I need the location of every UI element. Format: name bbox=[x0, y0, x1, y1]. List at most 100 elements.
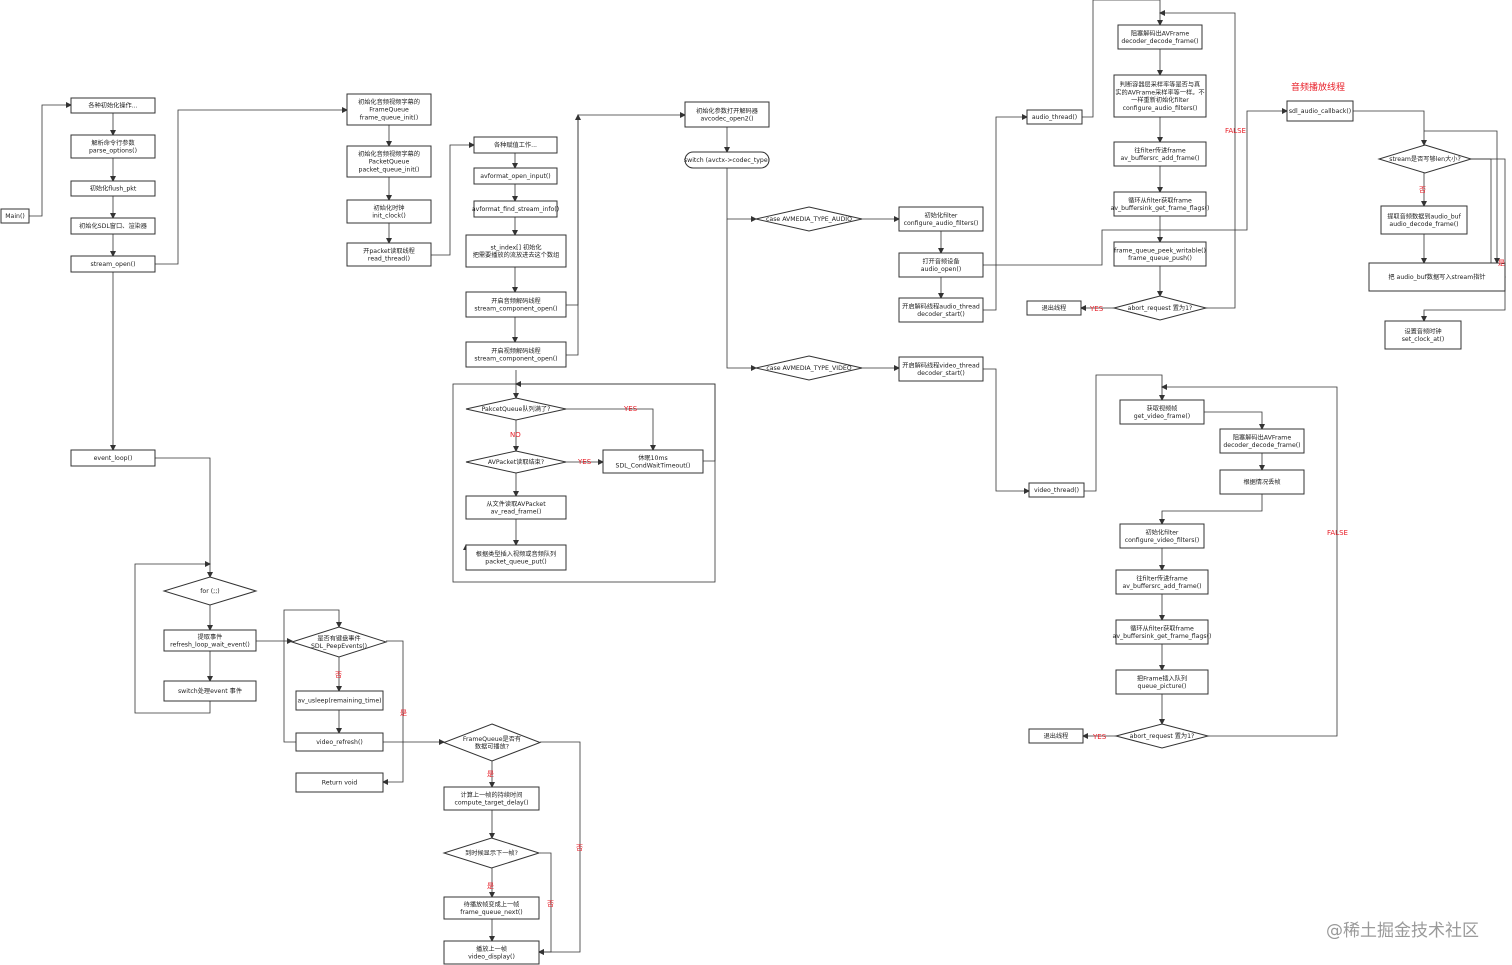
node-text: 设置音频时钟 bbox=[1404, 327, 1441, 335]
node-text: stream_component_open() bbox=[474, 306, 557, 313]
node-text: SDL_CondWaitTimeout() bbox=[616, 463, 691, 470]
node-init-sdl: 初始化SDL窗口、渲染器 bbox=[70, 217, 156, 235]
node-text: packet_queue_put() bbox=[485, 559, 546, 566]
process-shape bbox=[346, 93, 432, 126]
node-text: 开启音频解码线程 bbox=[491, 297, 541, 305]
process-shape bbox=[465, 495, 567, 520]
node-sdl-cb: sdl_audio_callback() bbox=[1286, 100, 1354, 122]
read-loop-group bbox=[452, 383, 716, 583]
process-shape bbox=[1219, 428, 1305, 454]
node-text: PacketQueue bbox=[369, 159, 410, 166]
node-text: 退出线程 bbox=[1044, 732, 1069, 740]
node-a-check-fmt: 判断容器层采样率等是否与真实的AVFrame采样率等一样。不一样重新初始化fil… bbox=[1113, 74, 1207, 118]
process-shape bbox=[465, 234, 567, 268]
node-for-loop: for (;;) bbox=[162, 576, 258, 606]
process-shape bbox=[443, 940, 540, 965]
node-text: stream是否写够len大小? bbox=[1389, 155, 1461, 163]
node-text: avcodec_open2() bbox=[700, 116, 753, 123]
node-a-peek-push: frame_queue_peek_writable()frame_queue_p… bbox=[1113, 241, 1207, 267]
edge-arrow bbox=[29, 102, 72, 217]
edges-layer bbox=[29, 0, 1506, 955]
node-buf-enough: stream是否写够len大小? bbox=[1377, 144, 1473, 174]
node-text: 休眠10ms bbox=[638, 454, 668, 462]
decision-shape bbox=[465, 397, 567, 421]
process-shape bbox=[70, 255, 156, 273]
process-shape bbox=[1113, 191, 1207, 217]
edge-arrow bbox=[983, 108, 1288, 266]
node-text: 往filter传进frame bbox=[1134, 146, 1185, 154]
node-text: configure_video_filters() bbox=[1125, 537, 1200, 544]
process-shape bbox=[898, 252, 984, 278]
node-case-audio: case AVMEDIA_TYPE_AUDIO bbox=[755, 206, 863, 232]
node-text: 初始化filter bbox=[1146, 528, 1179, 536]
node-text: PakcetQueue队列满了? bbox=[482, 405, 551, 413]
node-av-usleep: av_usleep(remaining_time) bbox=[295, 690, 384, 711]
node-text: 初始化flush_pkt bbox=[90, 185, 137, 193]
process-shape bbox=[163, 629, 257, 652]
branch-label-yes: YES bbox=[577, 458, 592, 466]
node-text: 打开音频设备 bbox=[922, 257, 960, 265]
node-text: set_clock_at() bbox=[1402, 336, 1445, 343]
node-v-sink-get: 循环从filter获取frameav_buffersink_get_frame_… bbox=[1113, 619, 1212, 645]
node-text: 根据情况丢帧 bbox=[1243, 478, 1280, 486]
node-video-thread: video_thread() bbox=[1028, 482, 1085, 498]
node-text: 各种赋值工作... bbox=[494, 141, 537, 149]
branch-label-fou: 否 bbox=[547, 900, 554, 908]
process-shape bbox=[473, 136, 558, 154]
node-text: 把 audio_buf数据写入stream指针 bbox=[1388, 273, 1485, 281]
node-text: frame_queue_push() bbox=[1128, 255, 1192, 262]
process-shape bbox=[1115, 569, 1209, 595]
process-shape bbox=[1119, 523, 1205, 549]
process-shape bbox=[684, 101, 770, 128]
node-text: 实的AVFrame采样率等一样。不 bbox=[1115, 88, 1204, 96]
node-text: refresh_loop_wait_event() bbox=[170, 642, 250, 649]
node-write-stream: 把 audio_buf数据写入stream指针 bbox=[1368, 262, 1506, 292]
process-shape bbox=[70, 134, 156, 159]
process-shape bbox=[70, 180, 156, 197]
edge-arrow bbox=[726, 168, 757, 222]
edge-arrow bbox=[983, 114, 1028, 311]
node-text: for (;;) bbox=[200, 588, 219, 595]
node-text: read_thread() bbox=[368, 256, 410, 263]
node-text: 各种初始化操作... bbox=[88, 102, 137, 110]
node-text: compute_target_delay() bbox=[454, 800, 528, 807]
node-text: 循环从filter获取frame bbox=[1128, 196, 1192, 204]
node-text: frame_queue_next() bbox=[460, 909, 522, 916]
node-text: packet_queue_init() bbox=[359, 167, 420, 174]
decision-shape bbox=[1377, 144, 1473, 174]
node-event-loop: event_loop() bbox=[70, 449, 156, 467]
decision-shape bbox=[755, 355, 863, 381]
node-text: 获取视频帧 bbox=[1147, 404, 1178, 412]
node-text: case AVMEDIA_TYPE_AUDIO bbox=[766, 216, 852, 223]
branch-label-fou: 否 bbox=[335, 671, 342, 679]
node-text: frame_queue_peek_writable() bbox=[1114, 247, 1206, 254]
process-shape bbox=[163, 680, 257, 702]
branch-label-fou: 否 bbox=[576, 844, 583, 852]
node-text: av_buffersink_get_frame_flags() bbox=[1113, 633, 1212, 640]
edge-arrow bbox=[134, 561, 211, 714]
process-shape bbox=[0, 208, 30, 224]
node-text: 根据类型插入视频或音频队列 bbox=[476, 550, 556, 558]
node-text: 初始化filter bbox=[925, 211, 958, 219]
node-text: parse_options() bbox=[89, 148, 137, 155]
node-text: video_refresh() bbox=[316, 739, 363, 746]
edge-arrow bbox=[1159, 494, 1263, 525]
process-shape bbox=[1113, 141, 1207, 167]
node-text: decoder_decode_frame() bbox=[1223, 442, 1300, 449]
edge-arrow bbox=[155, 107, 348, 265]
